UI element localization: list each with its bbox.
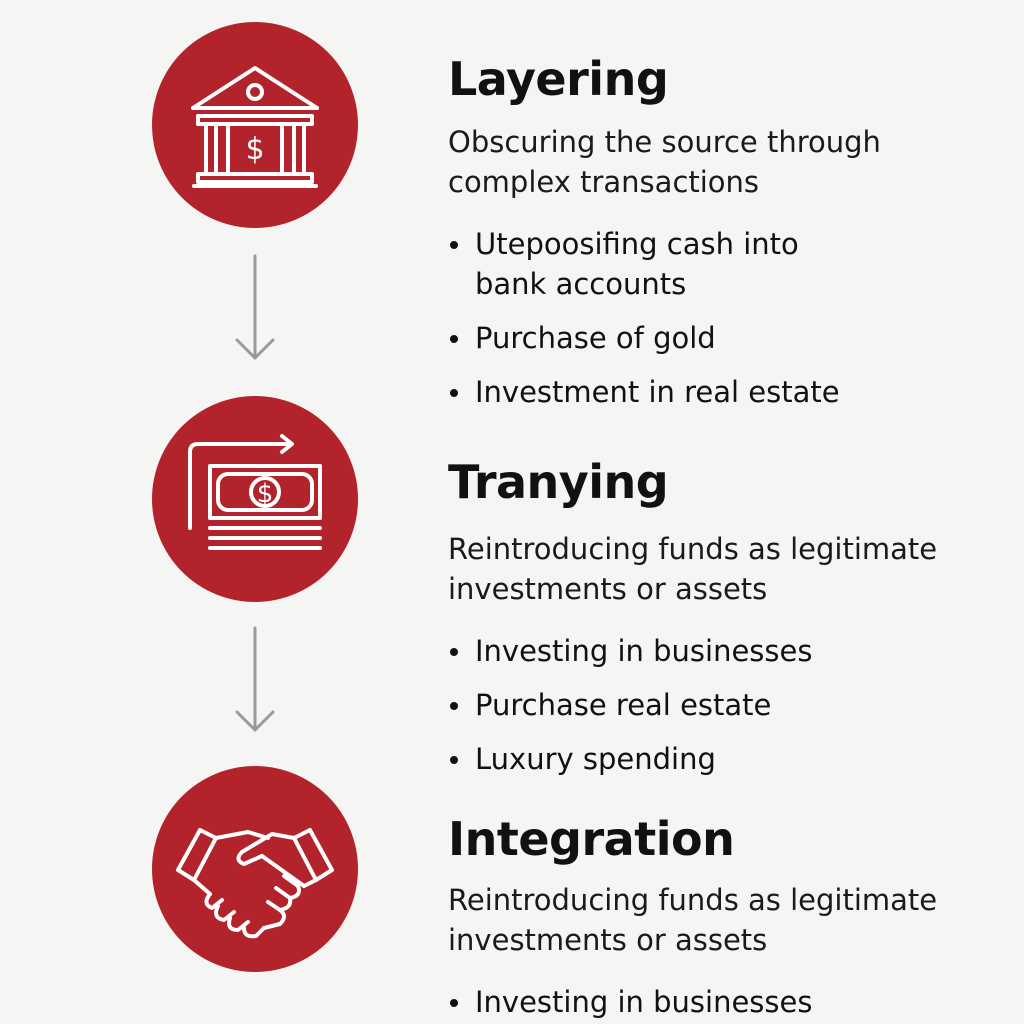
stage-title: Integration: [448, 812, 735, 866]
stage-description: Reintroducing funds as legitimate invest…: [448, 532, 938, 606]
bullet-item: Utepoosifing cash into bank accounts: [448, 224, 845, 304]
down-arrow-icon: [235, 254, 275, 360]
down-arrow-icon: [235, 626, 275, 732]
svg-text:$: $: [257, 479, 274, 509]
stage-title: Tranying: [448, 455, 669, 509]
bullet-item: Investment in real estate: [448, 372, 1008, 412]
stage-description: Reintroducing funds as legitimate invest…: [448, 883, 938, 957]
money-transfer-icon: $: [188, 434, 322, 550]
stage-description: Obscuring the source through complex tra…: [448, 125, 881, 199]
bullet-item: Investing in businesses: [448, 982, 1008, 1022]
stage-3-icon-circle: [152, 766, 358, 972]
bank-icon: $: [191, 66, 319, 188]
bullet-item: Investing in businesses: [448, 631, 1008, 671]
bullet-item: Purchase real estate: [448, 685, 1008, 725]
bullet-item: Luxury spending: [448, 739, 1008, 779]
stage-2-text: Tranying Reintroducing funds as legitima…: [448, 453, 1008, 793]
svg-text:$: $: [245, 132, 264, 167]
bullet-list: Investing in businesses Purchase real es…: [448, 631, 1008, 779]
stage-2-icon-circle: $: [152, 396, 358, 602]
bullet-list: Investing in businesses: [448, 982, 1008, 1022]
stage-title: Layering: [448, 52, 669, 106]
stage-3-text: Integration Reintroducing funds as legit…: [448, 810, 1008, 1024]
stage-1-icon-circle: $: [152, 22, 358, 228]
bullet-item: Purchase of gold: [448, 318, 1008, 358]
bullet-list: Utepoosifing cash into bank accounts Pur…: [448, 224, 1008, 412]
handshake-icon: [176, 828, 334, 939]
stage-1-text: Layering Obscuring the source through co…: [448, 50, 1008, 426]
